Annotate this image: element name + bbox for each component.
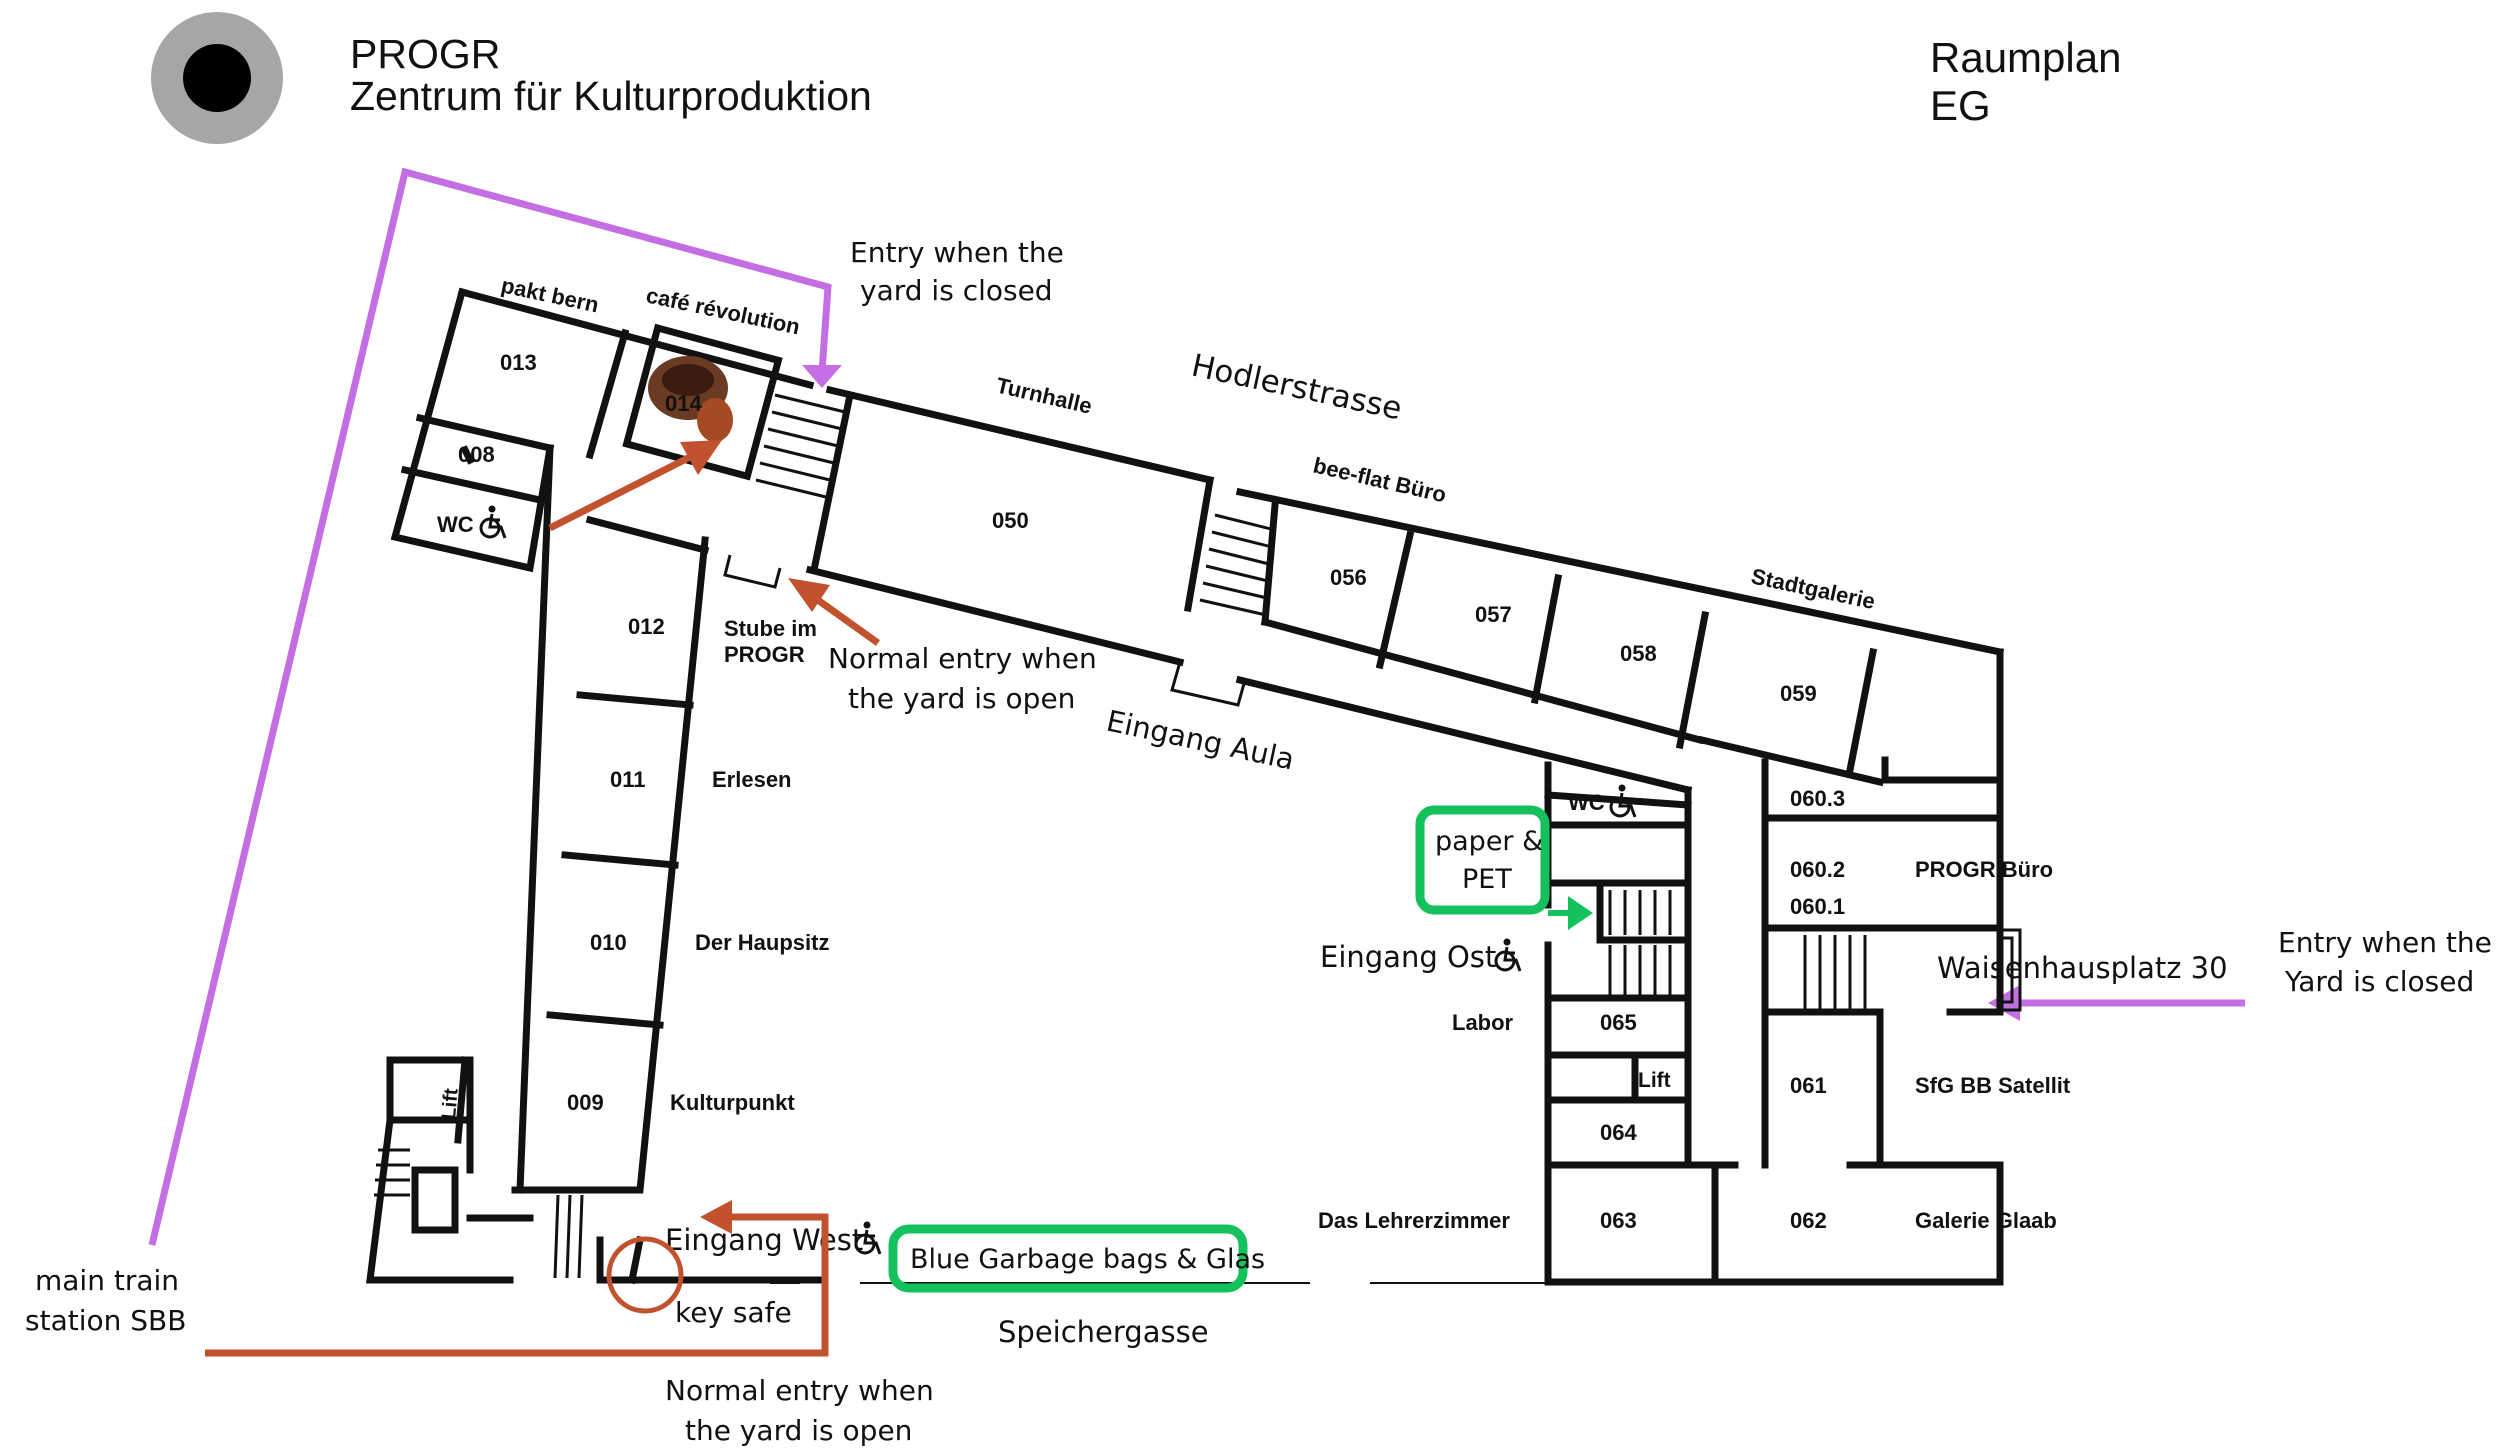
tenant-pakt-bern: pakt bern xyxy=(499,272,601,317)
street-south: Speichergasse xyxy=(998,1315,1209,1349)
tenant-galerie: Galerie Glaab xyxy=(1915,1208,2057,1233)
note-paper-1: paper & xyxy=(1435,826,1543,857)
room-061: 061 xyxy=(1790,1073,1827,1098)
stairs-icon xyxy=(755,393,846,499)
room-060-2: 060.2 xyxy=(1790,857,1845,882)
arrow-icon xyxy=(802,365,842,388)
room-014: 014 xyxy=(665,391,702,416)
tenant-kulturpunkt: Kulturpunkt xyxy=(670,1090,795,1115)
room-059: 059 xyxy=(1780,681,1817,706)
plan-title: Raumplan xyxy=(1930,34,2121,81)
tenant-erlesen: Erlesen xyxy=(712,767,792,792)
room-wc-nw: WC xyxy=(437,512,474,537)
room-050: 050 xyxy=(992,508,1029,533)
arrow-icon xyxy=(680,440,722,475)
key-safe-marker xyxy=(606,1236,684,1314)
room-009: 009 xyxy=(567,1090,604,1115)
note-entry-closed-top-2: yard is closed xyxy=(860,274,1053,307)
street-north: Hodlerstrasse xyxy=(1188,348,1405,428)
street-east: Waisenhausplatz 30 xyxy=(1937,951,2228,985)
arrow-icon xyxy=(700,1200,732,1234)
tenant-labor: Labor xyxy=(1452,1010,1514,1035)
room-008: 008 xyxy=(458,442,495,467)
note-entry-open-bottom-1: Normal entry when xyxy=(665,1374,934,1407)
room-060-1: 060.1 xyxy=(1790,894,1845,919)
plan-floor: EG xyxy=(1930,82,1991,129)
room-056: 056 xyxy=(1330,565,1367,590)
arrow-icon xyxy=(1568,896,1593,930)
annotations: Entry when the yard is closed Normal ent… xyxy=(25,236,2492,1447)
note-key-safe: key safe xyxy=(675,1296,792,1329)
route-open-west xyxy=(205,1213,829,1357)
room-057: 057 xyxy=(1475,602,1512,627)
room-062: 062 xyxy=(1790,1208,1827,1233)
tenant-lehrerzimmer: Das Lehrerzimmer xyxy=(1318,1208,1510,1233)
entrance-west: Eingang West xyxy=(665,1223,863,1257)
room-012: 012 xyxy=(628,614,665,639)
entrance-ost: Eingang Ost xyxy=(1320,940,1496,974)
tenant-haupsitz: Der Haupsitz xyxy=(695,930,829,955)
tenant-stube-1: Stube im xyxy=(724,616,817,641)
note-entry-closed-right-1: Entry when the xyxy=(2278,926,2492,959)
room-063: 063 xyxy=(1600,1208,1637,1233)
note-garbage: Blue Garbage bags & Glas xyxy=(910,1244,1265,1275)
route-closed-west xyxy=(148,167,832,1246)
room-064: 064 xyxy=(1600,1120,1637,1145)
tenant-turnhalle: Turnhalle xyxy=(994,373,1095,419)
paper-pet-box xyxy=(1415,805,1550,915)
room-065: 065 xyxy=(1600,1010,1637,1035)
tenant-sfg: SfG BB Satellit xyxy=(1915,1073,2071,1098)
wheelchair-icon xyxy=(1494,937,1522,973)
arrow-icon xyxy=(788,578,830,612)
stairs-icon xyxy=(1803,935,1867,1010)
note-entry-closed-top-1: Entry when the xyxy=(850,236,1064,269)
note-paper-2: PET xyxy=(1462,864,1512,895)
note-train-1: main train xyxy=(35,1264,179,1297)
note-entry-open-bottom-2: the yard is open xyxy=(685,1414,912,1447)
note-train-2: station SBB xyxy=(25,1304,186,1337)
tenant-stube-2: PROGR xyxy=(724,642,805,667)
room-labels: 013 014 008 WC 012 011 010 009 050 056 0… xyxy=(437,350,1845,1233)
tenant-beeflat: bee-flat Büro xyxy=(1311,453,1449,508)
room-060-3: 060.3 xyxy=(1790,786,1845,811)
stairs-icon xyxy=(1608,890,1672,995)
stairs-icon xyxy=(1199,513,1276,617)
coffee-cup-icon xyxy=(648,356,733,442)
lift-west: Lift xyxy=(438,1087,463,1120)
entrance-aula: Eingang Aula xyxy=(1104,704,1298,777)
note-entry-closed-right-2: Yard is closed xyxy=(2284,965,2474,998)
lift-east: Lift xyxy=(1638,1069,1671,1092)
route-open-stube xyxy=(812,595,881,646)
room-058: 058 xyxy=(1620,641,1657,666)
progr-logo-icon xyxy=(151,12,283,144)
garbage-box xyxy=(888,1224,1248,1293)
note-entry-open-mid-2: the yard is open xyxy=(848,682,1075,715)
door-marker xyxy=(723,554,1247,707)
room-010: 010 xyxy=(590,930,627,955)
building-outline xyxy=(366,287,2022,1286)
stairs-icon xyxy=(374,1148,584,1279)
org-name: PROGR xyxy=(350,31,500,77)
room-wc-east: WC xyxy=(1568,790,1605,815)
tenant-progr-buero: PROGR Büro xyxy=(1915,857,2053,882)
org-subtitle: Zentrum für Kulturproduktion xyxy=(350,73,872,119)
note-entry-open-mid-1: Normal entry when xyxy=(828,642,1097,675)
room-011: 011 xyxy=(610,767,646,792)
room-013: 013 xyxy=(500,350,537,375)
route-open-cafe xyxy=(548,453,692,532)
